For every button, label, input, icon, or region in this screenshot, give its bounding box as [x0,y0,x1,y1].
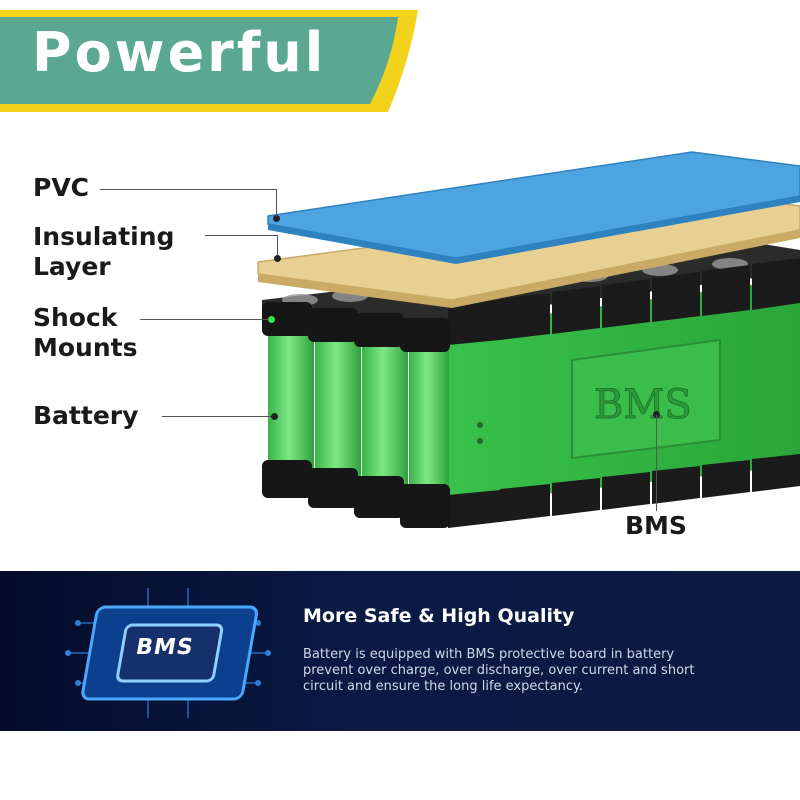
bms-label: BMS [625,511,687,540]
front-bottom-holders [262,460,450,528]
pvc-leader [100,189,276,190]
info-panel: BMS More Safe & High Quality Battery is … [0,571,800,731]
info-heading: More Safe & High Quality [303,605,575,627]
battery-diagram: BMS PVC [0,120,800,570]
bms-leader [656,415,657,511]
pvc-marker [273,215,280,222]
banner-shape [0,10,418,112]
insulating-label-line1: Insulating [33,222,175,251]
info-body: Battery is equipped with BMS protective … [303,647,695,694]
shock-label-line2: Mounts [33,333,138,362]
shock-leader [140,319,268,320]
bms-board [571,338,721,460]
shock-marker [268,316,275,323]
battery-marker [271,413,278,420]
chip-icon [65,588,271,718]
insulating-marker [274,255,281,262]
pvc-label: PVC [33,173,90,202]
side-holders [448,258,800,528]
insulating-leader [205,235,277,236]
battery-label: Battery [33,401,139,430]
bms-marker [653,411,660,418]
banner-title: Powerful [32,21,327,84]
bms-embossed-label: BMS [594,382,692,428]
front-top-holders [262,302,450,352]
insulating-label-line2: Layer [33,252,111,281]
battery-cells [268,325,449,504]
battery-leader [162,416,272,417]
chip-label: BMS [133,635,196,660]
bms-chip-graphic: BMS [58,583,278,723]
battery-pack-illustration: BMS [257,151,800,528]
shock-label-line1: Shock [33,303,118,332]
title-banner: Powerful [0,0,800,120]
